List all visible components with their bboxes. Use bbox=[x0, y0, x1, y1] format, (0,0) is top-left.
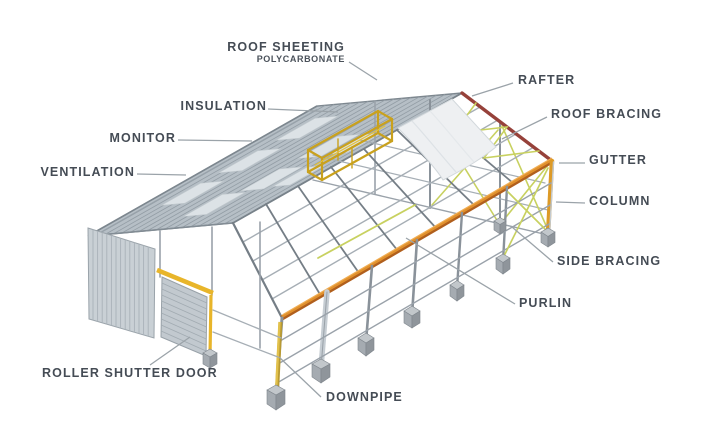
gable-overhang-edge bbox=[87, 222, 234, 237]
monitor-frame bbox=[306, 109, 394, 182]
footing bbox=[493, 217, 507, 235]
label-monitor: MONITOR bbox=[109, 131, 176, 145]
roof-bracing-rod bbox=[317, 204, 416, 259]
footing bbox=[202, 348, 218, 369]
leader-roller-shutter-door bbox=[149, 336, 191, 366]
roller-door bbox=[156, 267, 218, 369]
corner-column bbox=[545, 158, 555, 238]
label-insulation: INSULATION bbox=[180, 99, 267, 113]
label-roof-bracing: ROOF BRACING bbox=[551, 107, 663, 121]
footing bbox=[311, 358, 331, 384]
cladding-ribs bbox=[92, 229, 149, 337]
leader-downpipe bbox=[278, 356, 322, 398]
insulation-sheet bbox=[397, 98, 497, 181]
label-purlin: PURLIN bbox=[519, 296, 573, 310]
label-roof-sheeting: ROOF SHEETING POLYCARBONATE bbox=[227, 40, 345, 65]
side-wall-x-bracing bbox=[503, 167, 549, 257]
concrete-footings bbox=[266, 217, 556, 411]
label-column: COLUMN bbox=[589, 194, 651, 208]
front-wall-frame bbox=[274, 158, 555, 397]
leader-column bbox=[555, 201, 586, 204]
label-rafter: RAFTER bbox=[518, 73, 576, 87]
leader-insulation bbox=[267, 108, 339, 113]
footing bbox=[266, 384, 286, 411]
leader-monitor bbox=[177, 139, 253, 142]
leader-roof-sheeting bbox=[348, 61, 378, 81]
label-downpipe: DOWNPIPE bbox=[326, 390, 403, 404]
leader-ventilation bbox=[136, 173, 187, 176]
label-side-bracing: SIDE BRACING bbox=[557, 254, 662, 268]
corner-column-highlight bbox=[548, 161, 555, 236]
label-polycarbonate-text: POLYCARBONATE bbox=[256, 54, 345, 65]
roller-door-slats bbox=[160, 282, 208, 352]
leader-purlin bbox=[405, 237, 516, 305]
footing bbox=[403, 305, 421, 329]
label-roof-sheeting-text: ROOF SHEETING bbox=[227, 40, 345, 54]
far-eave-fascia bbox=[87, 108, 318, 241]
door-header-yellow bbox=[156, 267, 214, 296]
front-gable-rafter bbox=[231, 221, 284, 320]
leader-roof-bracing bbox=[501, 116, 548, 140]
left-wall-cladding bbox=[87, 227, 156, 339]
footing bbox=[540, 227, 556, 248]
label-roller-shutter-door: ROLLER SHUTTER DOOR bbox=[42, 366, 218, 380]
label-gutter: GUTTER bbox=[589, 153, 647, 167]
footing bbox=[449, 280, 465, 302]
leader-rafter bbox=[471, 82, 514, 97]
left-gable-frame bbox=[159, 221, 282, 358]
leader-side-bracing bbox=[511, 226, 554, 263]
label-ventilation: VENTILATION bbox=[40, 165, 135, 179]
footing bbox=[357, 332, 375, 357]
far-eave-edge bbox=[87, 105, 318, 237]
leader-lines bbox=[136, 61, 586, 398]
footing bbox=[495, 253, 511, 275]
front-wall-girts bbox=[276, 182, 552, 384]
door-jamb-yellow bbox=[208, 294, 213, 357]
